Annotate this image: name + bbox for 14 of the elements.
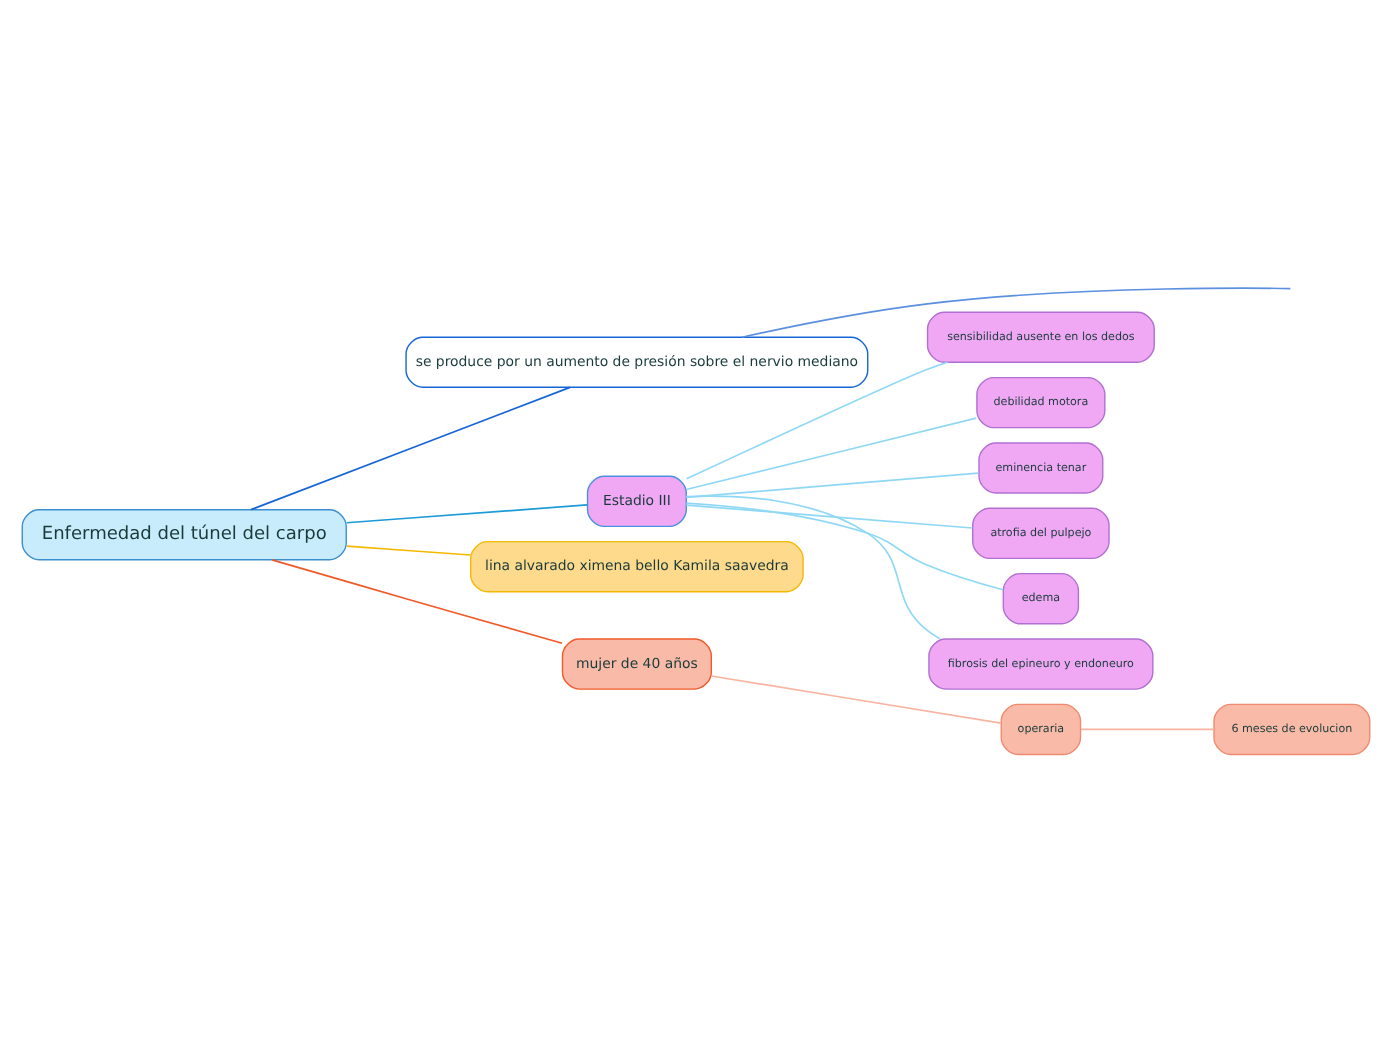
connector [685, 471, 980, 498]
connector [1080, 727, 1215, 730]
connector [345, 544, 472, 555]
node-box: Enfermedad del túnel del carpo [21, 508, 347, 560]
connector [250, 385, 571, 510]
connector [685, 503, 974, 528]
connector [271, 558, 563, 644]
connector [685, 416, 978, 490]
connector [741, 286, 1292, 338]
connector [345, 503, 588, 523]
connector [685, 360, 949, 479]
connector [710, 674, 1002, 723]
connector [685, 494, 941, 639]
connector [685, 501, 1004, 590]
